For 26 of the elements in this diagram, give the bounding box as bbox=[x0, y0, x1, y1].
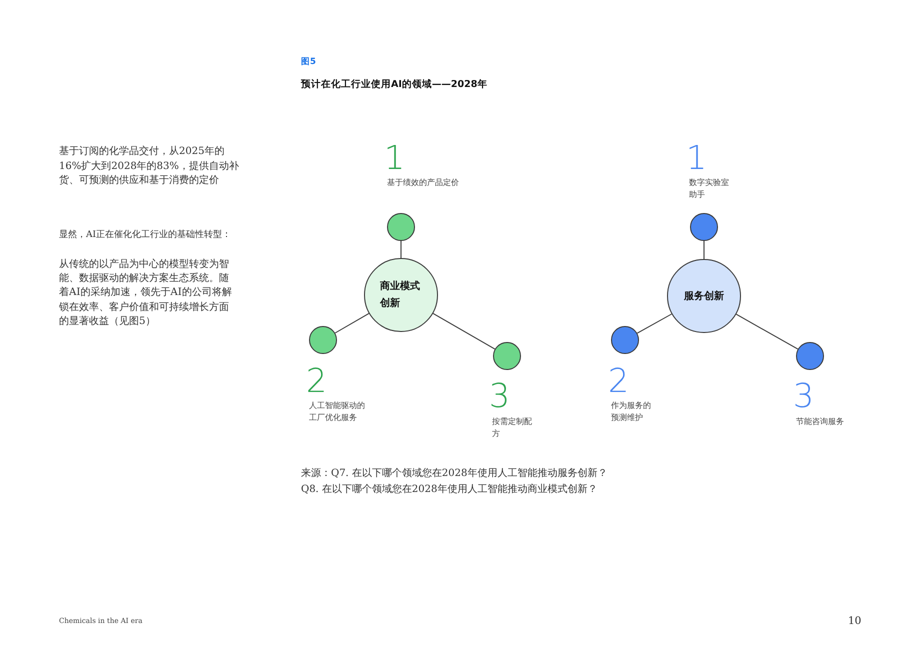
callout-number: 3 bbox=[793, 379, 814, 412]
satellite-circle bbox=[690, 213, 718, 241]
satellite-circle bbox=[796, 342, 824, 370]
satellite-circle bbox=[493, 342, 521, 370]
satellite-circle bbox=[611, 326, 639, 354]
callout-number: 2 bbox=[306, 364, 327, 397]
callout-number: 1 bbox=[384, 141, 405, 174]
satellite-circle bbox=[387, 213, 415, 241]
connector-line bbox=[636, 314, 672, 334]
figure-number: 图5 bbox=[301, 56, 316, 68]
diagram-title: 预计在化工行业使用AI的领域——2028年 bbox=[301, 78, 488, 91]
callout-number: 2 bbox=[608, 364, 629, 397]
callout-number: 1 bbox=[686, 141, 707, 174]
source-note: 来源：Q7. 在以下哪个领域您在2028年使用人工智能推动服务创新？Q8. 在以下哪个领域您在2028年使用人工智能推动商业模式创新？ bbox=[301, 466, 608, 496]
connector-line bbox=[736, 314, 798, 350]
callout-number: 3 bbox=[489, 379, 510, 412]
connector-line bbox=[334, 313, 370, 334]
topic-circle: 商业模式创新 bbox=[364, 258, 438, 332]
body-text: 显然，AI正在催化化工行业的基础性转型： bbox=[59, 229, 232, 242]
satellite-circle bbox=[309, 326, 337, 354]
body-text: 基于订阅的化学品交付，从2025年的16%扩大到2028年的83%，提供自动补货、可预测的供应和基于消费的定价 bbox=[59, 145, 240, 188]
body-text: 从传统的以产品为中心的模型转变为智能、数据驱动的解决方案生态系统。随着AI的采纳加速，领先于AI的公司将解锁在效率、客户价值和可持续增长方面的显著收益（见图5） bbox=[59, 258, 233, 329]
connector-line bbox=[400, 240, 402, 258]
topic-circle: 服务创新 bbox=[667, 259, 741, 333]
connector-line bbox=[432, 312, 496, 350]
page-number: 10 bbox=[848, 615, 862, 628]
